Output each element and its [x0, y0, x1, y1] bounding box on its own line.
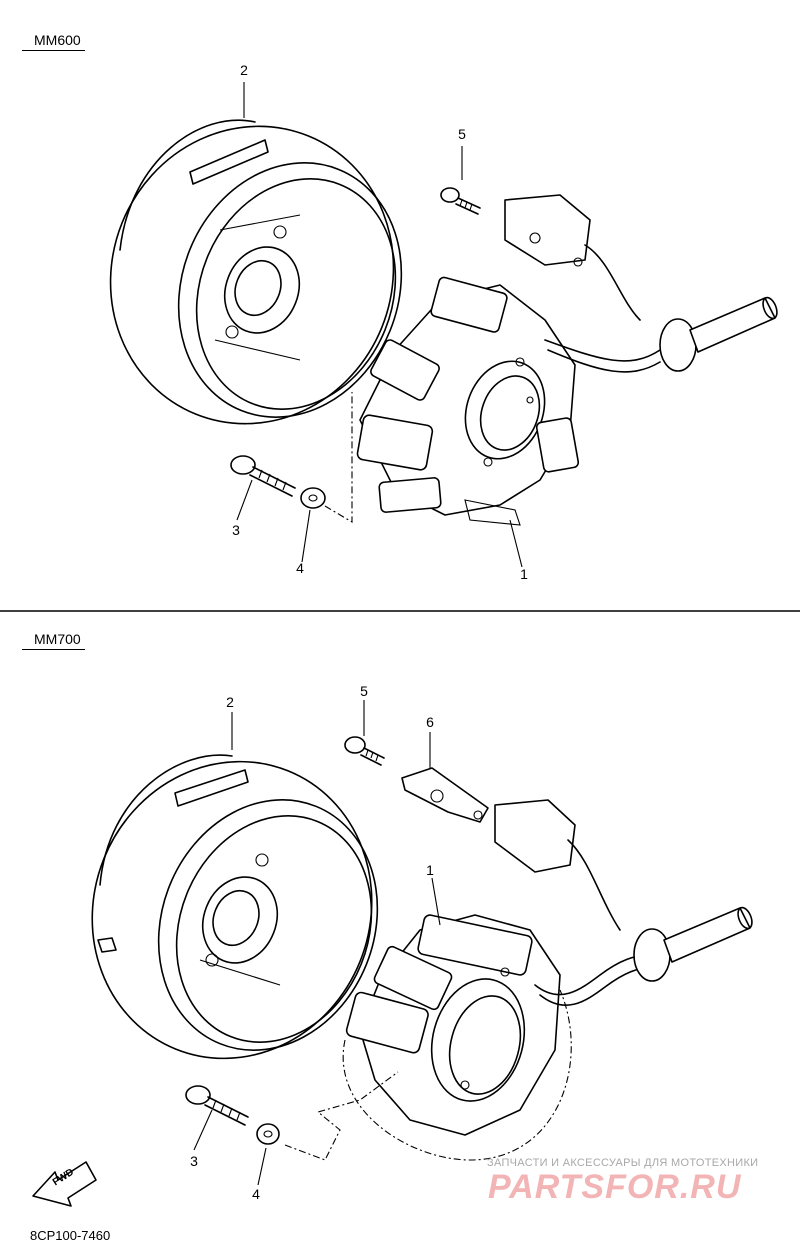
callout-1-bottom: 1 [426, 862, 434, 878]
fwd-arrow-icon [32, 1161, 97, 1207]
diagram-code: 8CP100-7460 [30, 1228, 111, 1243]
pickup-and-harness-b [494, 799, 753, 1006]
stator-part-1 [356, 276, 580, 526]
washer-part-4 [300, 487, 326, 509]
callout-6-bottom: 6 [426, 714, 434, 730]
screw-part-5-b [344, 736, 385, 766]
watermark-brand: PARTSFOR.RU [488, 1168, 742, 1206]
screw-part-5 [440, 187, 481, 215]
pickup-and-harness [504, 194, 778, 373]
rotor-part-2 [109, 119, 403, 425]
callout-5-top: 5 [458, 126, 466, 142]
callout-5-bottom: 5 [360, 683, 368, 699]
section-title-mm600: MM600 [22, 32, 85, 51]
callout-4-top: 4 [296, 560, 304, 576]
callout-3-top: 3 [232, 522, 240, 538]
screw-part-3 [230, 455, 296, 497]
callout-3-bottom: 3 [190, 1153, 198, 1169]
mm600-assembly [109, 82, 778, 568]
washer-part-4-b [256, 1123, 280, 1145]
callout-2-top: 2 [240, 62, 248, 78]
callout-1-top: 1 [520, 566, 528, 582]
bracket-part-6 [401, 767, 489, 823]
screw-part-3-b [185, 1085, 249, 1126]
rotor-part-2-b [91, 754, 379, 1060]
watermark-tagline: ЗАПЧАСТИ И АКСЕССУАРЫ ДЛЯ МОТОТЕХНИКИ [487, 1157, 759, 1169]
mm700-assembly [32, 700, 753, 1207]
callout-2-bottom: 2 [226, 694, 234, 710]
stator-part-1-b [342, 914, 572, 1161]
callout-4-bottom: 4 [252, 1186, 260, 1202]
section-title-mm700: MM700 [22, 631, 85, 650]
